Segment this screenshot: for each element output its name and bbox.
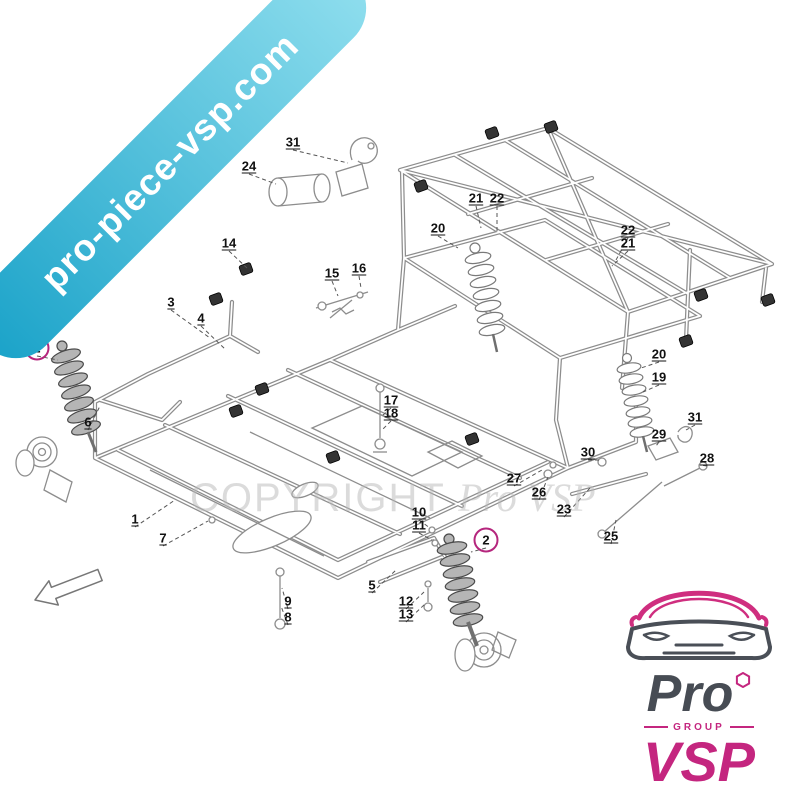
- group-line-left: [644, 726, 669, 729]
- logo-group-text: GROUP: [673, 721, 725, 733]
- copyright-watermark: COPYRIGHT Pro VSP: [190, 474, 596, 521]
- logo-vsp-text: VSP: [642, 729, 756, 793]
- car-outline-icon: [625, 591, 773, 661]
- logo-hexagon-icon: [736, 672, 751, 689]
- rubber-mounts: [208, 120, 776, 464]
- logo-text: Pro GROUP VSP: [642, 665, 756, 793]
- provsp-logo: Pro GROUP VSP: [614, 573, 784, 793]
- logo-pro-text: Pro: [646, 665, 734, 724]
- shock-absorber-bottom-highlighted: [436, 533, 484, 647]
- direction-arrow-icon: [34, 568, 103, 606]
- shock-absorber-left-highlighted: [51, 340, 101, 453]
- copyright-word: COPYRIGHT: [190, 476, 446, 520]
- shock-absorber-center-upper: [464, 242, 506, 353]
- logo-group-banner: GROUP: [644, 722, 754, 733]
- callout-leader-lines: [36, 149, 708, 626]
- group-line-right: [729, 726, 754, 729]
- copyright-brand: Pro VSP: [458, 475, 596, 520]
- shock-absorber-right: [616, 352, 655, 453]
- detail-parts: [15, 137, 708, 672]
